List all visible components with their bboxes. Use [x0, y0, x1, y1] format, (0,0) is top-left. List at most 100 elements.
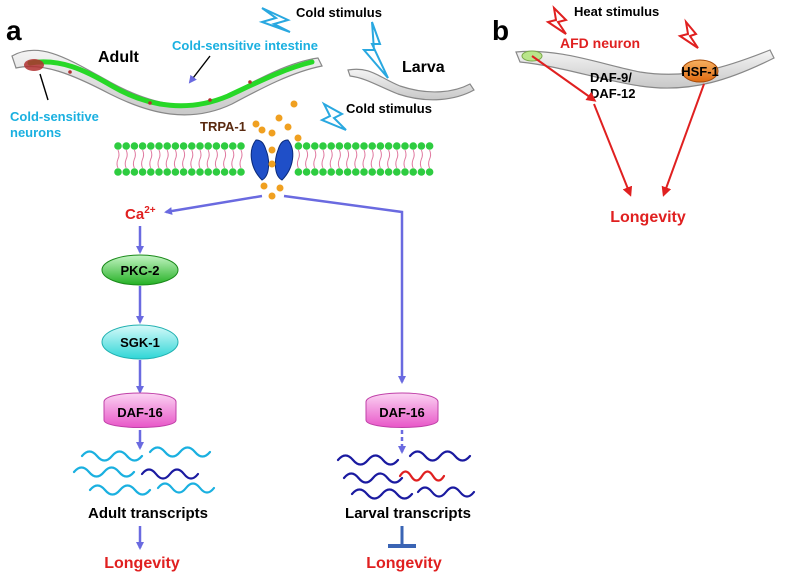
- daf16-right-label: DAF-16: [379, 405, 425, 420]
- lipid-head: [360, 142, 368, 150]
- panel-a-label: a: [6, 15, 22, 46]
- transcript-wave: [140, 468, 200, 480]
- longevity-b: Longevity: [610, 209, 686, 226]
- larval-transcript-waves: [336, 450, 476, 500]
- lipid-tail: [223, 149, 227, 169]
- arrow-hsf1-to-longevity: [661, 83, 705, 197]
- heat-lightning-icon: [677, 18, 699, 49]
- lipid-tail: [206, 149, 210, 169]
- larva-label: Larva: [402, 59, 445, 76]
- lipid-head: [220, 142, 229, 150]
- transcript-wave: [416, 486, 476, 498]
- lipid-head: [302, 142, 311, 150]
- transcript-wave: [342, 472, 404, 484]
- lipid-head: [138, 168, 147, 176]
- lipid-head: [368, 168, 377, 176]
- adult-label: Adult: [98, 49, 140, 66]
- cold-stimulus-top: Cold stimulus: [296, 5, 382, 20]
- arrow-to-larval-daf16: [283, 194, 406, 384]
- afd-neuron-label: AFD neuron: [560, 35, 640, 51]
- lipid-head: [188, 142, 196, 150]
- trpa1-channel: [250, 139, 294, 181]
- lipid-head: [204, 142, 212, 150]
- lipid-head: [352, 168, 360, 176]
- lipid-head: [122, 142, 130, 150]
- lipid-head: [409, 142, 418, 150]
- lipid-head: [147, 142, 155, 150]
- lipid-tail: [132, 149, 136, 169]
- transcript-wave: [398, 470, 446, 482]
- lipid-head: [237, 168, 245, 176]
- adult-transcript-waves: [72, 446, 216, 496]
- cold-intestine-label: Cold-sensitive intestine: [172, 38, 318, 53]
- arrow-daf9-to-longevity: [593, 103, 633, 197]
- lipid-tail: [329, 149, 333, 169]
- lipid-head: [360, 168, 368, 176]
- lipid-tail: [239, 149, 243, 169]
- lipid-tail: [395, 149, 399, 169]
- lipid-head: [130, 142, 139, 150]
- lipid-head: [212, 142, 221, 150]
- heat-stimulus-label: Heat stimulus: [574, 4, 659, 19]
- calcium-ions: [252, 100, 302, 200]
- lipid-tail: [165, 149, 169, 169]
- panel-b-label: b: [492, 15, 509, 46]
- daf9-label-2: DAF-12: [590, 86, 636, 101]
- larval-transcripts-label: Larval transcripts: [345, 505, 471, 522]
- lipid-head: [302, 168, 311, 176]
- transcript-wave: [88, 484, 152, 496]
- lipid-tail: [403, 149, 407, 169]
- lipid-tail: [124, 149, 128, 169]
- lipid-head: [319, 142, 327, 150]
- lipid-head: [384, 142, 393, 150]
- lipid-head: [393, 142, 401, 150]
- transcript-wave: [336, 454, 400, 466]
- lipid-head: [229, 168, 237, 176]
- panel-b-worm: [515, 49, 775, 89]
- lipid-head: [171, 142, 180, 150]
- lipid-tail: [419, 149, 423, 169]
- lipid-tail: [182, 149, 186, 169]
- lipid-tail: [173, 149, 177, 169]
- lipid-head: [401, 142, 409, 150]
- daf16-left-label: DAF-16: [117, 405, 163, 420]
- lipid-head: [179, 142, 188, 150]
- lipid-tail: [313, 149, 317, 169]
- lipid-tail: [378, 149, 382, 169]
- daf16-right-node: [365, 392, 439, 428]
- lipid-head: [114, 142, 122, 150]
- lipid-head: [425, 168, 434, 176]
- lipid-tail: [157, 149, 161, 169]
- lipid-head: [401, 168, 409, 176]
- transcript-wave: [350, 488, 414, 500]
- lipid-tail: [231, 149, 235, 169]
- lipid-head: [384, 168, 393, 176]
- lipid-tail: [354, 149, 358, 169]
- sgk1-label: SGK-1: [120, 335, 160, 350]
- lipid-head: [311, 168, 319, 176]
- cold-neurons-label-2: neurons: [10, 125, 61, 140]
- lipid-head: [138, 142, 147, 150]
- calcium-label: Ca2+: [125, 205, 156, 223]
- arrow-afd-to-daf9: [531, 55, 597, 102]
- lipid-tail: [337, 149, 341, 169]
- daf9-label-1: DAF-9/: [590, 70, 632, 85]
- lipid-tail: [305, 149, 309, 169]
- cold-lightning-icon: [258, 7, 291, 33]
- lipid-tail: [198, 149, 202, 169]
- hsf1-node: [681, 59, 719, 83]
- hsf1-label: HSF-1: [681, 64, 719, 79]
- lipid-tail: [362, 149, 366, 169]
- transcript-wave: [80, 450, 144, 462]
- adult-intestine: [27, 59, 315, 109]
- adult-transcripts-label: Adult transcripts: [88, 505, 208, 522]
- lipid-head: [327, 168, 336, 176]
- lipid-tail: [141, 149, 145, 169]
- lipid-head: [204, 168, 212, 176]
- lipid-head: [327, 142, 336, 150]
- lipid-tail: [190, 149, 194, 169]
- adult-neurons: [24, 59, 44, 71]
- lipid-head: [393, 168, 401, 176]
- lipid-head: [319, 168, 327, 176]
